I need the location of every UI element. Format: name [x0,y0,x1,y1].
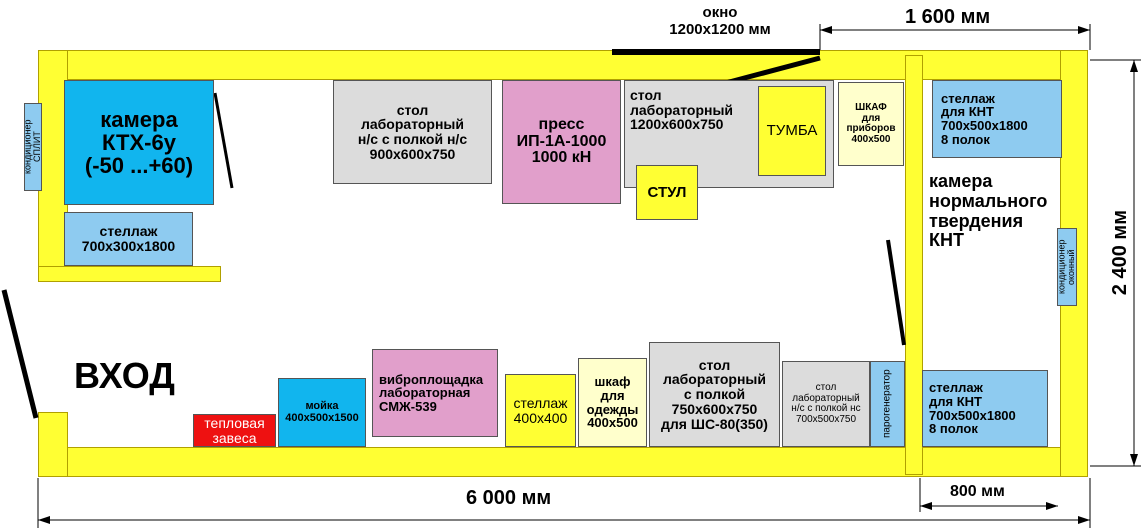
chair: СТУЛ [636,165,698,220]
vibro-platform: виброплощадка лабораторная СМЖ-539 [372,349,498,437]
lab-table-900x600: стол лабораторный н/с с полкой н/с 900х6… [333,80,492,184]
left-ledge [38,266,221,282]
partition-door-leaf [886,239,906,346]
curing-chamber-label: камера нормального твердения КНТ [929,171,1048,251]
instrument-cabinet: ШКАФ для приборов 400х500 [838,82,904,166]
rack-700x300: стеллаж 700х300х1800 [64,212,193,266]
pedestal: ТУМБА [758,86,826,176]
dimension-bottom: 6 000 мм [466,487,552,509]
window-label: окно 1200х1200 мм [669,4,771,39]
chamber-door-leaf [213,92,234,189]
dimension-bottom-right: 800 мм [950,483,1005,500]
clothes-cabinet: шкаф для одежды 400х500 [578,358,647,447]
steam-generator: парогенератор [870,361,905,447]
entrance-label: ВХОД [74,355,175,396]
lab-table-700x500: стол лабораторный н/с с полкой нс 700х50… [782,361,870,447]
press-ip-1a-1000: пресс ИП-1А-1000 1000 кН [502,80,621,204]
window-ac: кондиционер оконный [1057,228,1077,306]
dimension-top-right: 1 600 мм [905,6,991,28]
rack-400x400: стеллаж 400х400 [505,374,576,447]
lab-table-sc80: стол лабораторный с полкой 750х600х750 д… [649,342,780,447]
partition-wall [905,55,923,475]
chamber-ktx-6u: камера КТХ-6у (-50 ...+60) [64,80,214,205]
lab-table-1200x600-label: стол лабораторный 1200х600х750 [630,87,734,133]
split-ac: кондиционер СПЛИТ [23,103,42,191]
entrance-door [1,289,39,419]
heat-curtain: тепловая завеса [193,414,276,447]
rack-knt-bottom: стеллаж для КНТ 700х500х1800 8 полок [922,370,1048,447]
sink: мойка 400х500х1500 [278,378,366,447]
rack-knt-top: стеллаж для КНТ 700х500х1800 8 полок [932,80,1062,158]
dimension-right: 2 400 мм [1109,210,1131,296]
wall-left-lower [38,412,68,477]
